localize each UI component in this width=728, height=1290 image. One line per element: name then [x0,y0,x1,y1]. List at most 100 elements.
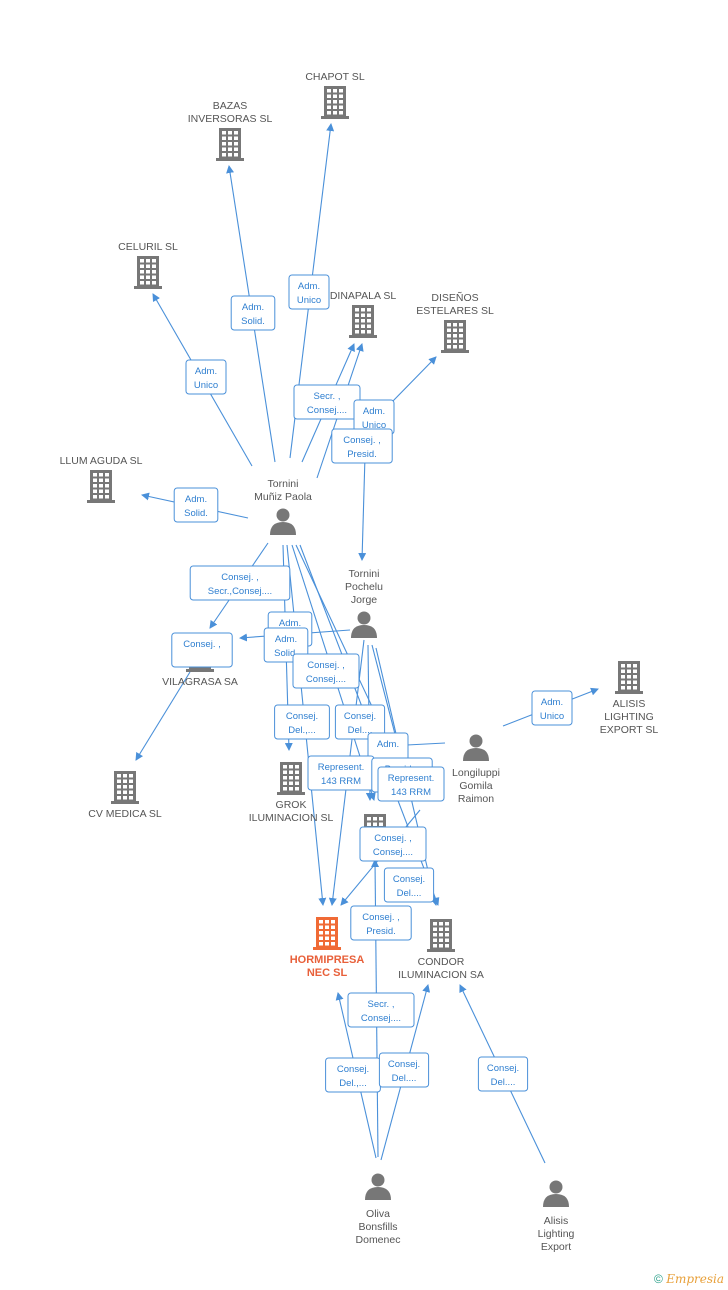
edge-label-e6[interactable]: Consej. , Presid. [331,428,393,464]
node-dinapala[interactable]: DINAPALA SL [330,290,396,338]
node-label-dinapala: DINAPALA SL [330,290,396,302]
edge-label-text: Consej.... [361,1013,401,1024]
edge-label-text: Adm. [298,281,320,292]
node-label-tornini_j: Jorge [351,594,377,606]
node-label-alisis_sl: EXPORT SL [600,724,659,736]
edge-label-e19[interactable]: Represent.143 RRM [377,766,445,802]
node-label-chapot: CHAPOT SL [305,71,364,83]
edge-label-text: Consej. , [307,660,345,671]
edge-label-text: Adm. [279,618,301,629]
node-celuril[interactable]: CELURIL SL [118,241,178,289]
edge-label-e23[interactable]: Secr. , Consej.... [347,992,415,1028]
edge-label-text: Unico [540,711,564,722]
edge-label-text: Unico [194,380,218,391]
edge-label-e3[interactable]: Adm.Unico [185,359,227,395]
edge-label-e8[interactable]: Consej. ,Secr.,Consej.... [189,565,291,601]
edge-label-text: Del.,... [339,1078,366,1089]
person-icon [543,1180,569,1207]
node-label-condor: CONDOR [418,956,465,968]
edge-label-text: Consej. , [183,639,221,650]
node-label-hormipresa: HORMIPRESA [290,954,365,966]
edge-label-e14[interactable]: Consej.Del.,... [274,704,330,740]
edge-label-text: Secr. , [368,999,395,1010]
node-label-longiluppi: Raimon [458,793,494,805]
node-label-oliva: Oliva [366,1208,390,1220]
node-cvmedica[interactable]: CV MEDICA SL [88,771,162,820]
edge-label-text: Consej. [388,1059,420,1070]
edge-label-text: Presid. [347,449,377,460]
edge-label-text: Adm. [185,494,207,505]
edge-label-text: Adm. [377,739,399,750]
edge-label-e13[interactable]: Adm.Unico [531,690,573,726]
edge-label-e15[interactable]: Consej. Del.... [334,704,386,740]
node-label-celuril: CELURIL SL [118,241,178,253]
edge-label-text: Del.... [348,725,373,736]
node-label-oliva: Bonsfills [358,1221,397,1233]
edge-label-text: Secr.,Consej.... [208,586,272,597]
edge-label-text: Solid. [184,508,208,519]
building-icon [111,771,139,804]
edge-label-e7[interactable]: Adm. Solid. [173,487,219,523]
building-icon [216,128,244,161]
node-label-tornini_p: Muñiz Paola [254,491,312,503]
building-icon [441,320,469,353]
building-icon [349,305,377,338]
edge-label-text: Adm. [363,406,385,417]
edge-label-text: Consej. [286,711,318,722]
footer-credit[interactable]: © Empresia [654,1272,724,1286]
node-chapot[interactable]: CHAPOT SL [305,71,365,119]
edge-label-text: Consej.... [373,847,413,858]
edge-label-e12[interactable]: Consej. ,Consej.... [292,653,360,689]
edge-label-e4[interactable]: Secr. ,Consej.... [293,384,361,420]
person-icon [463,734,489,761]
edge-label-text: Consej. [344,711,376,722]
node-llum[interactable]: LLUM AGUDA SL [60,455,143,503]
edge-label-e25[interactable]: Consej.Del.... [378,1052,430,1088]
node-label-bazas: INVERSORAS SL [188,113,273,125]
node-label-longiluppi: Longiluppi [452,767,500,779]
edge-label-text: Consej. [337,1064,369,1075]
node-label-oliva: Domenec [356,1234,401,1246]
edge-label-e24[interactable]: Consej. Del.,... [325,1057,381,1093]
node-label-tornini_j: Pochelu [345,581,383,593]
building-icon [87,470,115,503]
edge-label-text: Adm. [275,634,297,645]
node-label-alisis_sl: ALISIS [613,698,646,710]
person-icon [365,1173,391,1200]
building-icon [134,256,162,289]
edge-label-e20[interactable]: Consej. , Consej.... [359,826,427,862]
edge-label-e10[interactable]: Consej. , [171,632,233,668]
node-label-disenos: ESTELARES SL [416,305,494,317]
person-icon [270,508,296,535]
edge-label-text: 143 RRM [321,776,361,787]
edge-line-20 [358,455,367,561]
edge-label-text: Consej. , [343,435,381,446]
edge-label-text: Secr. , [314,391,341,402]
node-label-hormipresa: NEC SL [307,967,348,979]
edge-label-e21[interactable]: Consej.Del.... [383,867,435,903]
edge-label-e1[interactable]: Adm.Unico [288,274,330,310]
copyright-icon: © [654,1272,663,1286]
edge-label-e17[interactable]: Represent.143 RRM [307,755,375,791]
node-label-bazas: BAZAS [213,100,247,112]
building-icon [313,917,341,950]
edge-label-text: Consej. [393,874,425,885]
edge-label-e5[interactable]: Adm.Unico [353,399,395,435]
edge-label-e22[interactable]: Consej. ,Presid. [350,905,412,941]
edge-label-e26[interactable]: Consej.Del.... [477,1056,529,1092]
edge-label-e2[interactable]: Adm.Solid. [230,295,276,331]
edge-label-text: Consej. , [374,833,412,844]
person-icon [351,611,377,638]
